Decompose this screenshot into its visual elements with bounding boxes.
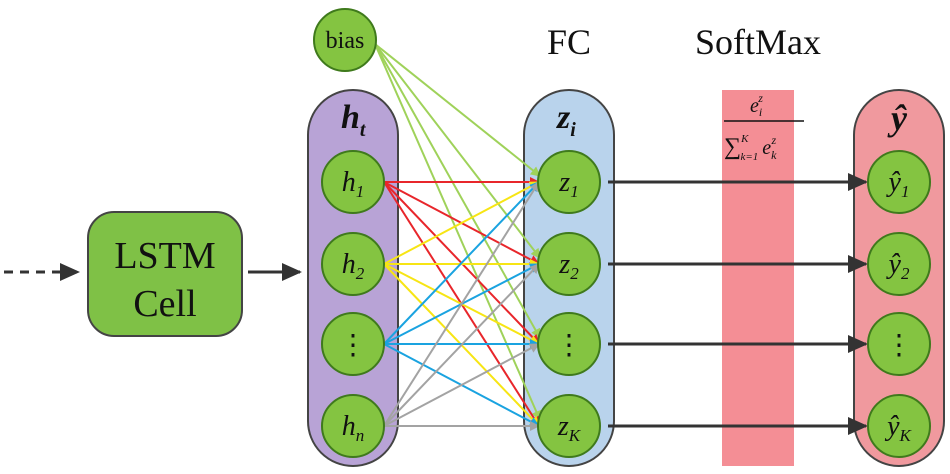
y-column-header: ŷ xyxy=(887,98,908,138)
y-node-circle xyxy=(867,394,931,458)
bias-edge xyxy=(374,43,541,421)
fc-title: FC xyxy=(547,22,591,62)
h-node-circle xyxy=(321,232,385,296)
y-node-circle xyxy=(867,150,931,214)
h-node-circle xyxy=(321,150,385,214)
h-to-z-edge xyxy=(383,181,540,265)
h-to-z-edge xyxy=(383,263,540,427)
y-node-label: ŷ2 xyxy=(886,249,910,283)
h-node: h2 xyxy=(321,232,385,296)
y-node: ⋮ xyxy=(867,312,931,376)
bias-label: bias xyxy=(326,28,365,54)
z-node-circle xyxy=(537,312,601,376)
lstm-label-line1: LSTM xyxy=(114,235,215,277)
z-node: zK xyxy=(537,394,601,458)
h-to-z-edge xyxy=(383,343,540,427)
z-node: z1 xyxy=(537,150,601,214)
h-node: hn xyxy=(321,394,385,458)
bias-node xyxy=(313,8,377,72)
y-node-label: ŷK xyxy=(884,411,912,445)
bias-edge xyxy=(374,43,541,339)
formula-numerator: eiz xyxy=(750,91,763,119)
softmax-title: SoftMax xyxy=(695,22,821,62)
z-node-circle xyxy=(537,150,601,214)
z-node: z2 xyxy=(537,232,601,296)
z-node: ⋮ xyxy=(537,312,601,376)
z-node-label: zK xyxy=(557,411,582,445)
h-node-label: h1 xyxy=(342,167,365,201)
h-node: h1 xyxy=(321,150,385,214)
h-node-label: h2 xyxy=(342,249,365,283)
y-node-circle xyxy=(867,312,931,376)
z-node-label: z2 xyxy=(558,249,579,283)
h-node-circle xyxy=(321,394,385,458)
fully-connected-edges xyxy=(374,43,868,435)
z-column-header: zi xyxy=(556,99,576,141)
y-node: ŷK xyxy=(867,394,931,458)
h-to-z-edge xyxy=(383,181,540,427)
y-node-label: ŷ1 xyxy=(886,167,910,201)
h-node-circle xyxy=(321,312,385,376)
z-node-circle xyxy=(537,394,601,458)
z-node-label: z1 xyxy=(558,167,578,201)
h-to-z-edge xyxy=(383,181,540,345)
softmax-band xyxy=(722,90,794,466)
h-column-header: ht xyxy=(341,99,367,141)
z-node-label: ⋮ xyxy=(555,330,583,361)
y-node: ŷ2 xyxy=(867,232,931,296)
z-node-circle xyxy=(537,232,601,296)
lstm-cell xyxy=(87,211,243,337)
h-node-label: ⋮ xyxy=(339,330,367,361)
lstm-label-line2: Cell xyxy=(133,283,196,325)
h-node-label: hn xyxy=(342,411,365,445)
y-node-circle xyxy=(867,232,931,296)
y-node: ŷ1 xyxy=(867,150,931,214)
h-node: ⋮ xyxy=(321,312,385,376)
bias-edge xyxy=(374,43,541,177)
y-node-label: ⋮ xyxy=(885,330,913,361)
network-nodes: h1 h2 ⋮ hn z1 z2 ⋮ zK ŷ1 ŷ2 ⋮ ŷK xyxy=(321,150,931,458)
